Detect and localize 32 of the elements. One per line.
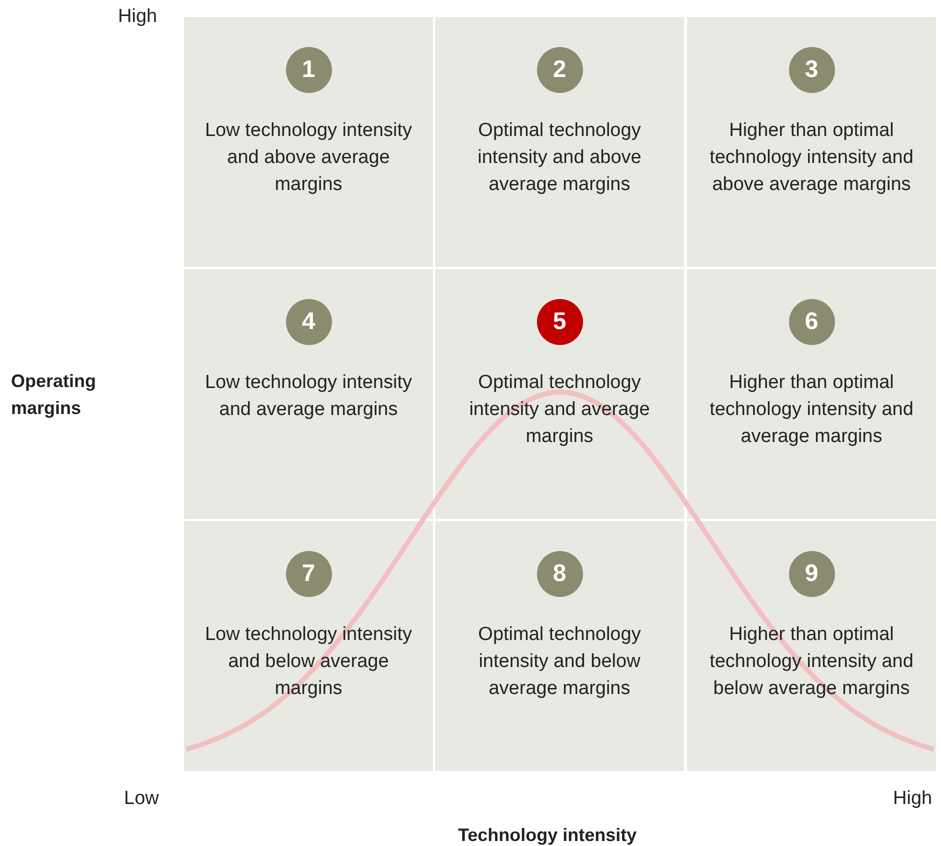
axis-tick-label: High — [118, 6, 158, 28]
axis-tick-label: Low — [124, 788, 159, 810]
matrix-cell — [435, 521, 684, 771]
number-circle: 1 — [286, 47, 332, 93]
matrix-cell — [184, 521, 433, 771]
matrix-cell — [184, 17, 433, 267]
cell-description: Optimal technology intensity and average margins — [468, 371, 651, 449]
number-circle: 2 — [536, 47, 582, 93]
cell-description: Higher than optimal technology intensity and below average margins — [708, 623, 914, 701]
number-circle: 3 — [788, 47, 834, 93]
matrix-cell — [687, 17, 936, 267]
matrix-cell — [435, 17, 684, 267]
number-circle: 6 — [788, 299, 834, 345]
cell-description: Low technology intensity and average margins — [204, 371, 413, 422]
cell-description: Optimal technology intensity and above average margins — [476, 119, 642, 197]
number-circle: 5 — [536, 299, 582, 345]
cell-description: Low technology intensity and below average margins — [204, 623, 413, 701]
number-circle: 8 — [536, 551, 582, 597]
cell-description: Higher than optimal technology intensity and average margins — [708, 371, 914, 449]
number-circle: 4 — [286, 299, 332, 345]
axis-title: Operating margins — [11, 370, 98, 420]
matrix-cell — [687, 521, 936, 771]
number-circle: 9 — [788, 551, 834, 597]
axis-title: Technology intensity — [458, 824, 637, 846]
cell-description: Optimal technology intensity and below average margins — [477, 623, 642, 701]
cell-description: Higher than optimal technology intensity and above average margins — [708, 119, 914, 197]
cell-description: Low technology intensity and above average margins — [204, 119, 413, 197]
axis-tick-label: High — [893, 788, 932, 810]
matrix-cell — [687, 269, 936, 519]
number-circle: 7 — [286, 551, 332, 597]
matrix-cell — [184, 269, 433, 519]
matrix-cell — [435, 269, 684, 519]
